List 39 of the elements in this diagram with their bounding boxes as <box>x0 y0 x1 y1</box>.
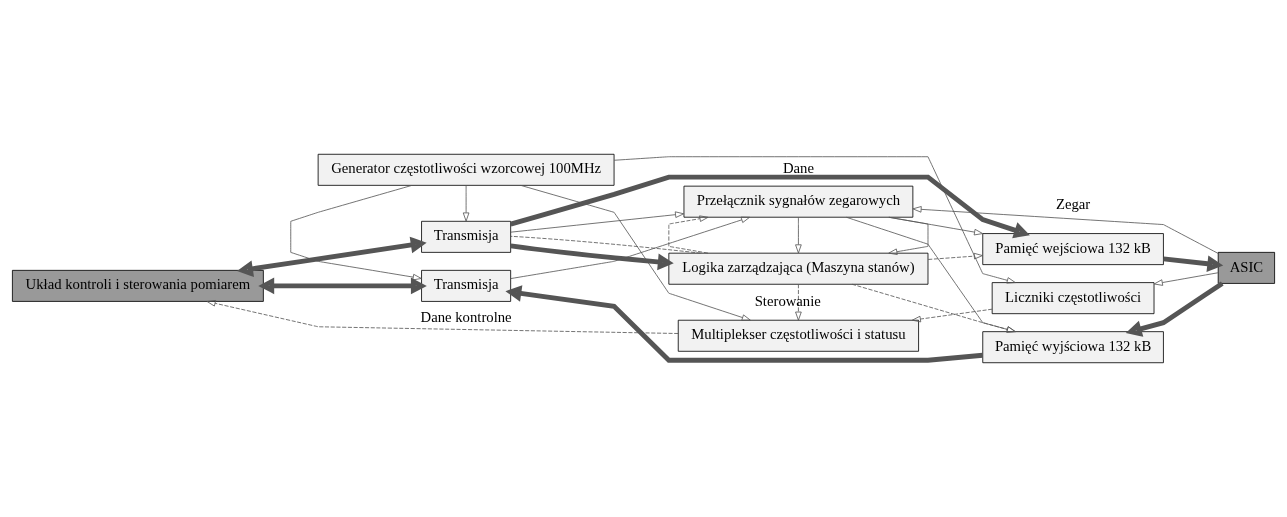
arrow <box>888 216 984 236</box>
arrow <box>927 252 983 260</box>
node-box: Liczniki częstotliwości <box>991 282 1155 315</box>
edge-label: Dane kontrolne <box>420 309 512 326</box>
arrow <box>851 283 1016 333</box>
edge-label: Zegar <box>1055 195 1091 212</box>
edge-label: Sterowanie <box>754 292 821 309</box>
node-box: Transmisja <box>421 220 512 253</box>
node-box: Multiplekser częstotliwości i statusu <box>677 319 919 352</box>
arrow <box>258 277 427 295</box>
edge-label: Dane <box>782 159 814 176</box>
arrow <box>520 185 751 321</box>
arrow <box>237 236 427 277</box>
arrow <box>510 216 751 279</box>
arrow <box>795 217 802 254</box>
node-box: Pamięć wejściowa 132 kB <box>982 233 1164 266</box>
arrow <box>1163 255 1224 272</box>
arrow <box>510 243 674 271</box>
node-box: Generator częstotliwości wzorcowej 100MHz <box>317 153 615 186</box>
arrow <box>795 284 802 321</box>
arrow <box>505 285 983 363</box>
arrow <box>510 211 685 233</box>
arrow <box>290 185 422 281</box>
node-box: Układ kontroli i sterowania pomiarem <box>12 269 264 302</box>
node-box: Transmisja <box>421 269 512 302</box>
node-box: ASIC <box>1217 251 1275 284</box>
arrow <box>1125 281 1224 337</box>
node-box: Pamięć wyjściowa 132 kB <box>982 331 1164 364</box>
arrow <box>462 185 470 222</box>
arrow <box>912 206 1219 254</box>
connector <box>510 235 701 254</box>
arrow <box>911 308 993 323</box>
node-box: Przełącznik sygnałów zegarowych <box>683 185 914 218</box>
arrow <box>668 215 709 254</box>
arrow <box>510 174 1030 239</box>
node-box: Logika zarządzająca (Maszyna stanów) <box>668 252 929 285</box>
arrow <box>206 300 679 334</box>
arrow <box>1153 272 1219 286</box>
arrow <box>846 216 1016 333</box>
